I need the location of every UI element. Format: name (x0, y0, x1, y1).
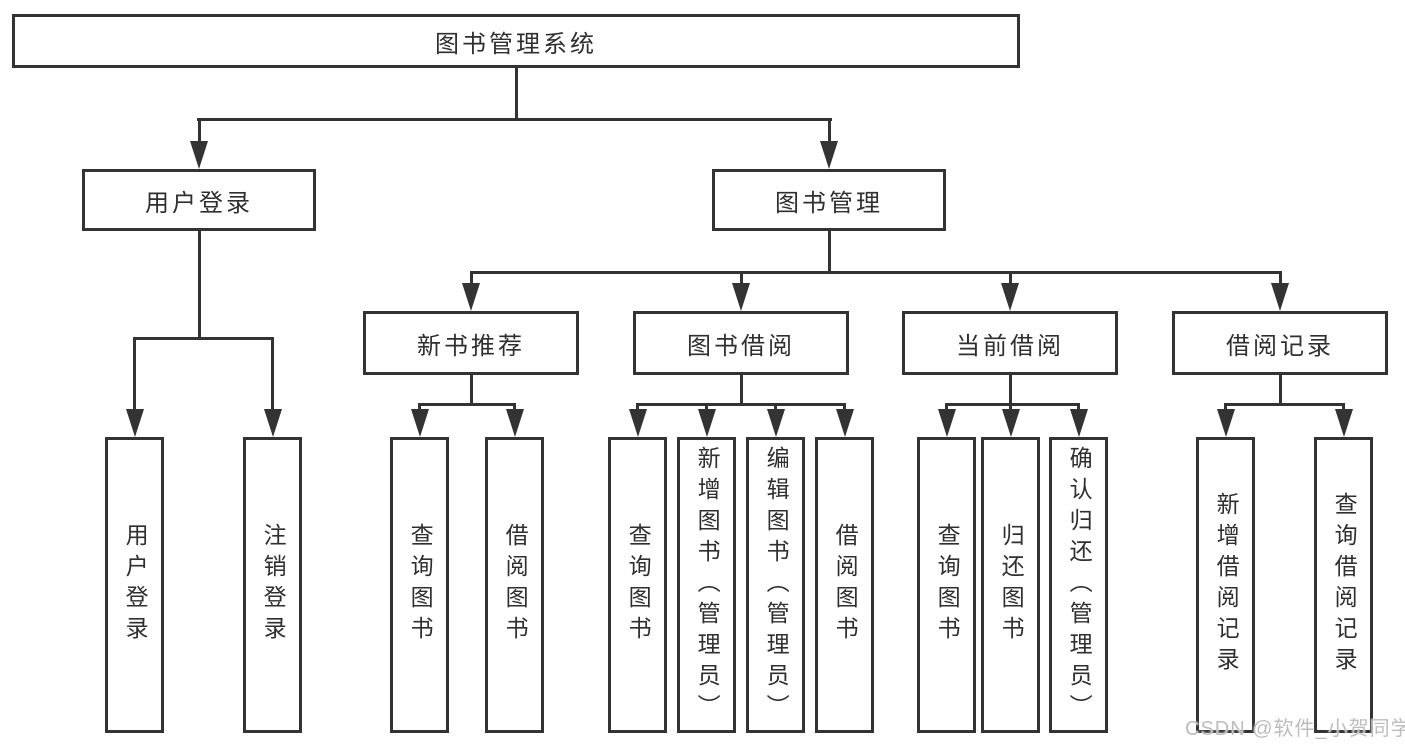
arrow-down-icon (411, 409, 429, 437)
connector-line (197, 118, 832, 121)
arrow-down-icon (1001, 283, 1019, 311)
node-label: 用户登录 (145, 189, 253, 217)
connector-line (515, 68, 518, 120)
connector-line (418, 403, 421, 412)
leaf-records-query-record: 查询借阅记录 (1314, 437, 1373, 733)
leaf-newbooks-borrow-books: 借阅图书 (485, 437, 544, 733)
leaf-label: 查询图书 (934, 523, 961, 647)
leaf-current-query-books: 查询图书 (917, 437, 976, 733)
leaf-logout: 注销登录 (243, 437, 302, 733)
arrow-down-icon (629, 409, 647, 437)
leaf-current-confirm-return-admin: 确认归还（管理员） (1049, 437, 1108, 733)
connector-line (133, 337, 136, 412)
arrow-down-icon (506, 409, 524, 437)
node-root: 图书管理系统 (12, 14, 1020, 68)
connector-line (705, 403, 708, 412)
node-user-login: 用户登录 (82, 169, 316, 231)
connector-line (774, 403, 777, 412)
watermark-text: CSDN @软件_小贺同学 (1185, 718, 1405, 740)
leaf-records-add-record: 新增借阅记录 (1196, 437, 1255, 733)
arrow-down-icon (1002, 409, 1020, 437)
arrow-down-icon (462, 283, 480, 311)
leaf-label: 归还图书 (998, 523, 1025, 647)
connector-line (1009, 271, 1012, 286)
node-label: 图书借阅 (687, 332, 795, 360)
connector-line (198, 231, 201, 337)
connector-line (1224, 403, 1345, 406)
arrow-down-icon (732, 283, 750, 311)
leaf-label: 确认归还（管理员） (1066, 445, 1093, 725)
connector-line (470, 271, 1281, 274)
connector-line (133, 337, 274, 340)
leaf-label: 查询图书 (625, 523, 652, 647)
connector-line (1224, 403, 1227, 412)
connector-line (1009, 403, 1012, 412)
leaf-label: 借阅图书 (502, 523, 529, 647)
node-label: 当前借阅 (956, 332, 1064, 360)
node-new-book-recommend: 新书推荐 (363, 311, 579, 375)
arrow-down-icon (264, 409, 282, 437)
node-label: 新书推荐 (417, 332, 525, 360)
node-book-management: 图书管理 (712, 169, 946, 231)
leaf-user-login: 用户登录 (105, 437, 164, 733)
arrow-down-icon (1271, 283, 1289, 311)
connector-line (1342, 403, 1345, 412)
connector-line (198, 118, 201, 144)
arrow-down-icon (1217, 409, 1235, 437)
connector-line (1009, 375, 1012, 405)
leaf-borrow-borrow-books: 借阅图书 (815, 437, 874, 733)
leaf-borrow-edit-books-admin: 编辑图书（管理员） (746, 437, 805, 733)
leaf-label: 新增借阅记录 (1213, 492, 1240, 678)
arrow-down-icon (820, 141, 838, 169)
node-book-borrowing: 图书借阅 (633, 311, 849, 375)
connector-line (513, 403, 516, 412)
leaf-borrow-add-books-admin: 新增图书（管理员） (677, 437, 736, 733)
leaf-label: 查询借阅记录 (1331, 492, 1358, 678)
connector-line (470, 271, 473, 286)
connector-line (636, 403, 846, 406)
arrow-down-icon (1335, 409, 1353, 437)
node-label: 图书管理 (775, 189, 883, 217)
node-borrowing-records: 借阅记录 (1172, 311, 1388, 375)
connector-line (740, 375, 743, 405)
connector-line (470, 375, 473, 405)
leaf-current-return-books: 归还图书 (981, 437, 1040, 733)
leaf-label: 查询图书 (407, 523, 434, 647)
leaf-label: 借阅图书 (832, 523, 859, 647)
arrow-down-icon (836, 409, 854, 437)
leaf-label: 用户登录 (122, 523, 149, 647)
connector-line (828, 231, 831, 273)
leaf-label: 新增图书（管理员） (694, 445, 721, 725)
node-label: 借阅记录 (1226, 332, 1334, 360)
node-label: 图书管理系统 (435, 30, 597, 58)
leaf-newbooks-query-books: 查询图书 (390, 437, 449, 733)
connector-line (843, 403, 846, 412)
connector-line (828, 118, 831, 144)
arrow-down-icon (938, 409, 956, 437)
arrow-down-icon (1070, 409, 1088, 437)
arrow-down-icon (767, 409, 785, 437)
leaf-label: 编辑图书（管理员） (763, 445, 790, 725)
connector-line (945, 403, 948, 412)
connector-line (945, 403, 1080, 406)
connector-line (271, 337, 274, 412)
leaf-label: 注销登录 (260, 523, 287, 647)
connector-line (1077, 403, 1080, 412)
leaf-borrow-query-books: 查询图书 (608, 437, 667, 733)
connector-line (418, 403, 516, 406)
connector-line (1279, 271, 1282, 286)
connector-line (1279, 375, 1282, 405)
connector-line (636, 403, 639, 412)
connector-line (740, 271, 743, 286)
arrow-down-icon (190, 141, 208, 169)
arrow-down-icon (126, 409, 144, 437)
arrow-down-icon (698, 409, 716, 437)
node-current-borrowing: 当前借阅 (902, 311, 1118, 375)
